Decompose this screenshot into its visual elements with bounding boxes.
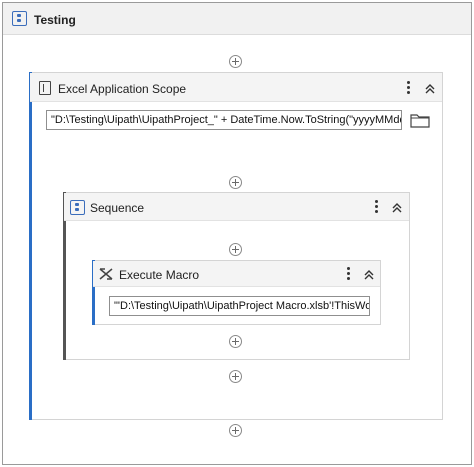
excel-scope-title: Excel Application Scope [58,82,187,96]
add-activity-plus-icon[interactable] [229,176,242,189]
execute-macro-selection-bar [92,260,95,325]
add-activity-plus-icon[interactable] [229,424,242,437]
execute-macro-icon [99,267,113,281]
workbook-path-input[interactable]: "D:\Testing\Uipath\UipathProject_" + Dat… [46,110,402,130]
execute-macro-card[interactable]: Execute Macro "'D:\Testing\Uipath\Uipath… [92,260,381,325]
add-activity-plus-icon[interactable] [229,55,242,68]
root-sequence-title: Testing [34,13,76,27]
sequence-title: Sequence [90,201,145,215]
add-activity-plus-icon[interactable] [229,370,242,383]
sequence-icon [12,11,27,26]
root-sequence-header[interactable]: Testing [3,3,471,35]
more-options-icon[interactable] [347,267,351,281]
add-activity-plus-icon[interactable] [229,243,242,256]
more-options-icon[interactable] [407,81,411,95]
sequence-side-bar [63,192,66,360]
add-activity-plus-icon[interactable] [229,335,242,348]
excel-workbook-icon [39,81,51,95]
collapse-chevron-icon[interactable] [363,269,375,281]
excel-scope-header[interactable]: Excel Application Scope [30,73,442,102]
sequence-card[interactable]: Sequence Execute Macro [63,192,410,360]
execute-macro-title: Execute Macro [119,268,200,282]
macro-name-input[interactable]: "'D:\Testing\Uipath\UipathProject Macro.… [109,296,370,316]
collapse-chevron-icon[interactable] [391,202,403,214]
sequence-header[interactable]: Sequence [64,193,409,221]
sequence-icon [70,200,85,215]
execute-macro-header[interactable]: Execute Macro [93,261,380,287]
collapse-chevron-icon[interactable] [424,83,436,95]
more-options-icon[interactable] [375,200,379,214]
excel-scope-selection-bar [29,72,32,420]
excel-application-scope-card[interactable]: Excel Application Scope "D:\Testing\Uipa… [29,72,443,420]
folder-browse-icon[interactable] [409,110,431,130]
